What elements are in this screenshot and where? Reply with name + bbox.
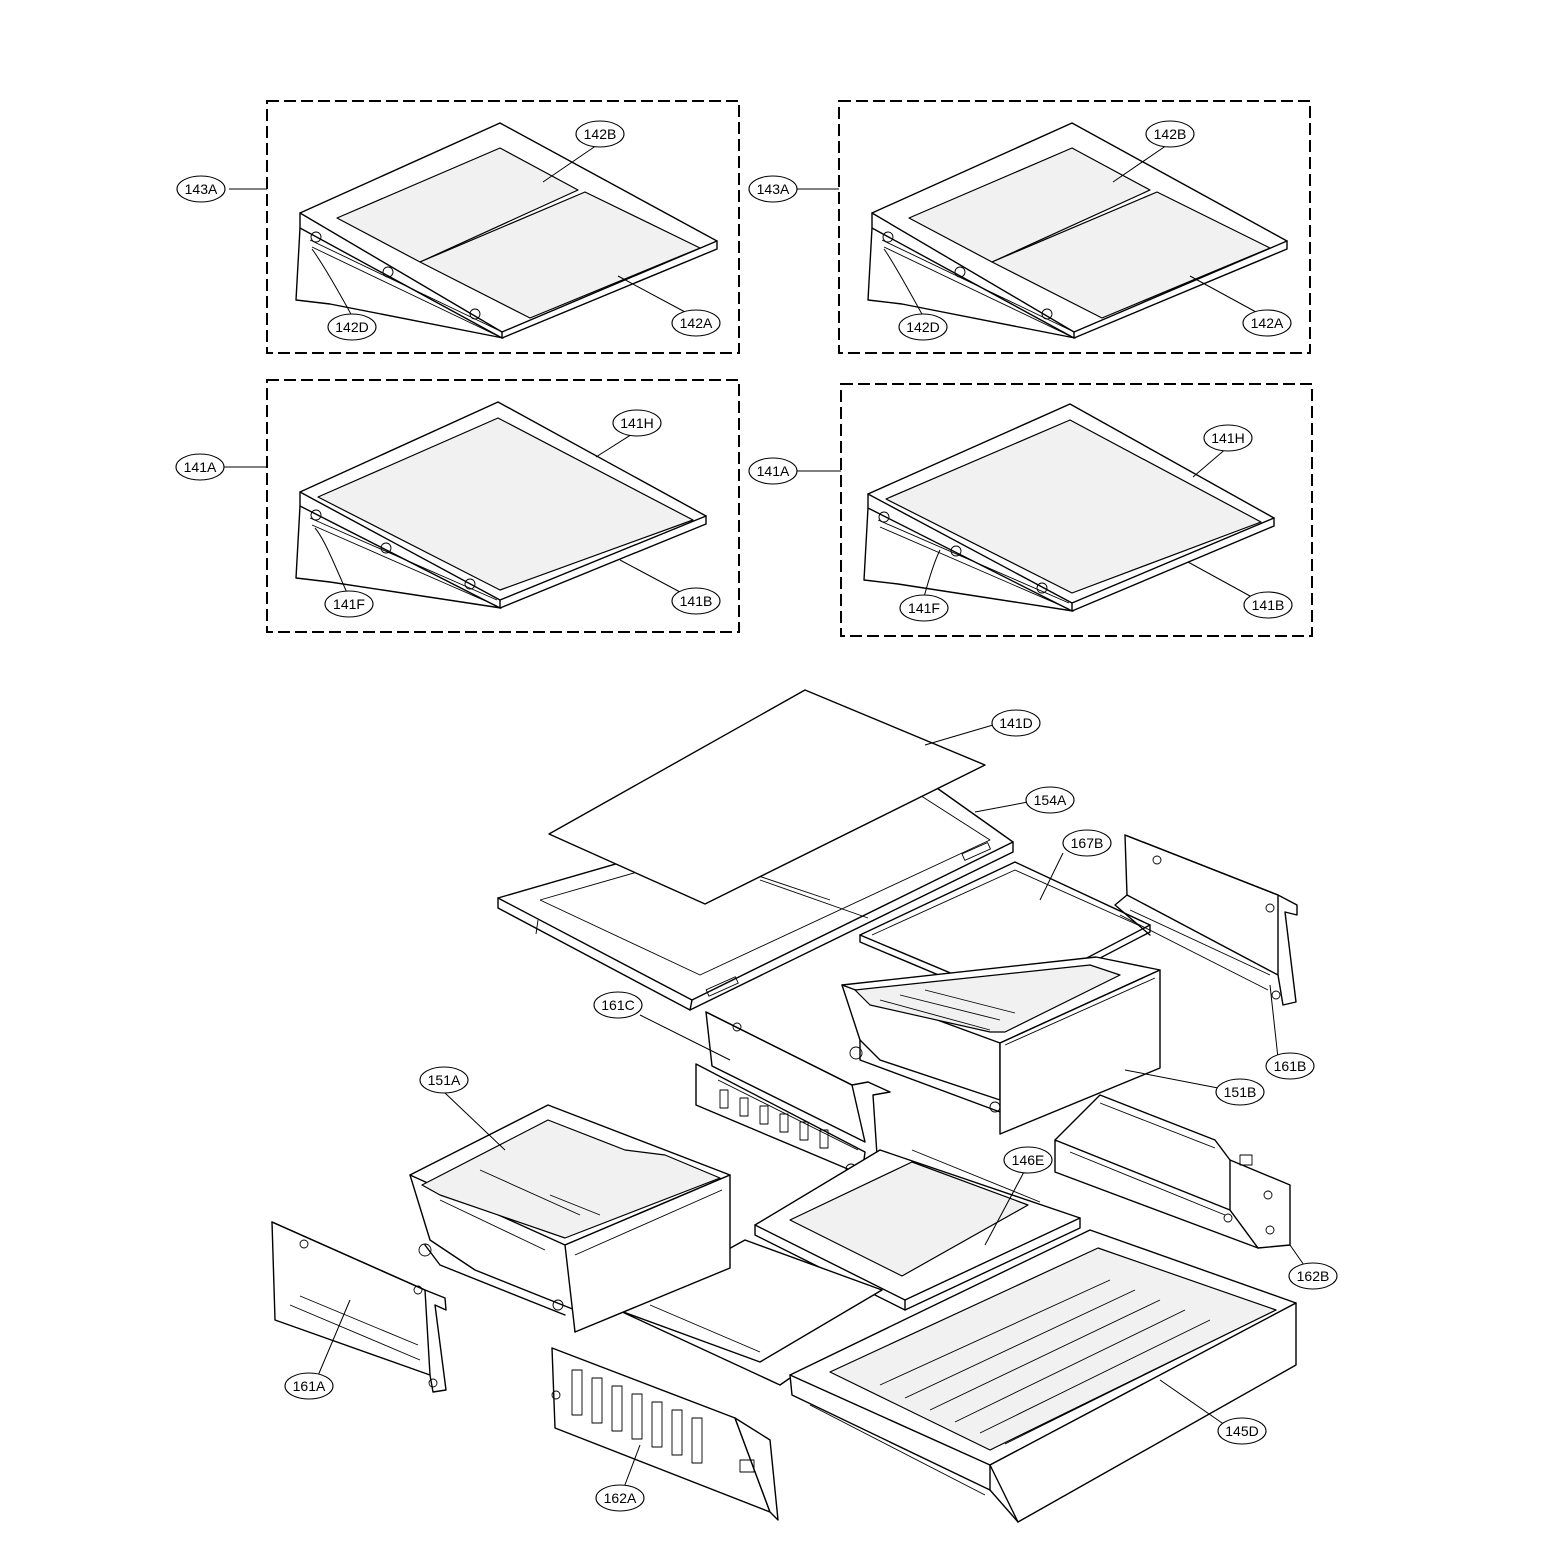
callout-143A: 143A [748, 175, 798, 203]
drawer-left [409, 1104, 731, 1333]
svg-text:162B: 162B [1297, 1268, 1330, 1284]
svg-text:143A: 143A [757, 181, 790, 197]
callout-162B: 162B [1288, 1262, 1338, 1290]
callout-141D: 141D [991, 709, 1041, 737]
rail-left-bottom [551, 1347, 779, 1521]
callout-145D: 145D [1217, 1417, 1267, 1445]
dashed-frame [840, 383, 1313, 637]
svg-text:142B: 142B [1154, 126, 1187, 142]
callout-162A: 162A [595, 1484, 645, 1512]
callout-143A: 143A [176, 175, 226, 203]
svg-text:161C: 161C [601, 997, 634, 1013]
rail-right-bottom [1054, 1094, 1291, 1249]
svg-text:141H: 141H [1211, 430, 1244, 446]
svg-text:141A: 141A [757, 463, 790, 479]
dashed-frame [838, 100, 1311, 354]
callout-141A: 141A [175, 453, 225, 481]
callout-142D: 142D [327, 313, 377, 341]
rail-right-top [1114, 834, 1298, 1006]
svg-text:141F: 141F [333, 596, 365, 612]
tray-bottom [789, 1229, 1297, 1523]
rail-left-top [271, 1221, 447, 1393]
shelf-drawing [863, 403, 1275, 612]
callout-142A: 142A [671, 309, 721, 337]
svg-text:141F: 141F [908, 600, 940, 616]
callout-151B: 151B [1215, 1078, 1265, 1106]
svg-text:151B: 151B [1224, 1084, 1257, 1100]
shelf-drawing [867, 122, 1288, 339]
dashed-frame [266, 100, 740, 354]
svg-text:142D: 142D [335, 319, 368, 335]
svg-text:161A: 161A [293, 1378, 326, 1394]
svg-text:142D: 142D [906, 319, 939, 335]
crisper-assembly: 141D 154A 167B 161B 151B 161C 146E 151A … [271, 689, 1338, 1523]
dashed-frame [266, 379, 740, 633]
callout-161A: 161A [284, 1372, 334, 1400]
svg-text:141D: 141D [999, 715, 1032, 731]
drawer-right [841, 956, 1161, 1135]
svg-text:141B: 141B [1252, 597, 1285, 613]
shelf-set-top-right: 143A 142B 142A 142D [748, 100, 1311, 354]
svg-text:161B: 161B [1274, 1058, 1307, 1074]
divider-center [695, 1011, 891, 1176]
svg-text:143A: 143A [185, 181, 218, 197]
callout-141F: 141F [899, 594, 949, 622]
callout-142B: 142B [575, 120, 625, 148]
callout-141B: 141B [671, 587, 721, 615]
svg-text:141B: 141B [680, 593, 713, 609]
shelf-middle-right: 141A 141H 141B 141F [748, 383, 1313, 637]
shelf-drawing [295, 122, 718, 339]
svg-text:141A: 141A [184, 459, 217, 475]
callout-142A: 142A [1242, 309, 1292, 337]
callout-146E: 146E [1003, 1146, 1053, 1174]
svg-text:142A: 142A [1251, 315, 1284, 331]
callout-154A: 154A [1025, 786, 1075, 814]
shelf-set-top-left: 143A 142B 142A 142D [176, 100, 740, 354]
callout-161B: 161B [1265, 1052, 1315, 1080]
tray-center [617, 1149, 1081, 1386]
svg-text:167B: 167B [1071, 835, 1104, 851]
cover-glass [548, 689, 986, 905]
svg-text:145D: 145D [1225, 1423, 1258, 1439]
svg-text:141H: 141H [620, 415, 653, 431]
svg-text:146E: 146E [1012, 1152, 1045, 1168]
callout-141F: 141F [324, 590, 374, 618]
callout-141A: 141A [748, 457, 798, 485]
callout-141B: 141B [1243, 591, 1293, 619]
callout-142D: 142D [898, 313, 948, 341]
svg-text:162A: 162A [604, 1490, 637, 1506]
svg-text:151A: 151A [428, 1072, 461, 1088]
shelf-middle-left: 141A 141H 141B 141F [175, 379, 740, 633]
callout-151A: 151A [419, 1066, 469, 1094]
callout-167B: 167B [1062, 829, 1112, 857]
shelf-drawing [295, 401, 707, 609]
callout-141H: 141H [612, 409, 662, 437]
svg-text:142B: 142B [584, 126, 617, 142]
callout-142B: 142B [1145, 120, 1195, 148]
callout-161C: 161C [593, 991, 643, 1019]
svg-text:154A: 154A [1034, 792, 1067, 808]
callout-141H: 141H [1203, 424, 1253, 452]
svg-text:142A: 142A [680, 315, 713, 331]
